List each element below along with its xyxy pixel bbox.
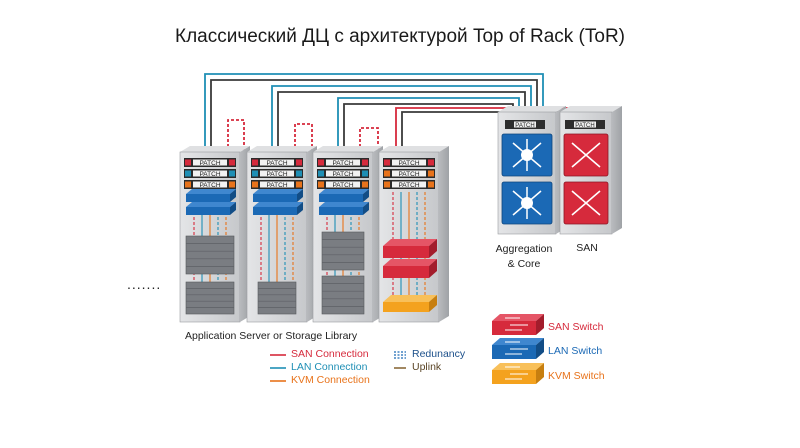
rack-group: PATCH PATCH PATCH PATCH PATCH PATCH PATCH PATCH… <box>179 146 449 323</box>
patch-panel <box>260 170 294 177</box>
patch-label: PATCH <box>266 160 287 167</box>
server <box>185 235 235 275</box>
patch-panel <box>193 159 227 166</box>
legend-uplink: Uplink <box>412 361 442 373</box>
server <box>257 281 297 315</box>
patch-label: PATCH <box>398 182 419 189</box>
patch-label: PATCH <box>266 171 287 178</box>
ellipsis: ....... <box>127 276 162 292</box>
patch-panel <box>260 159 294 166</box>
patch-panel <box>326 181 360 188</box>
lan-switch <box>186 194 230 202</box>
kvm-switch <box>383 302 429 312</box>
server <box>321 231 365 271</box>
patch-panel <box>326 159 360 166</box>
patch-label: PATCH <box>332 171 353 178</box>
san-patch-label: PATCH <box>575 123 594 129</box>
rack-group-label: Application Server or Storage Library <box>185 330 358 342</box>
patch-label: PATCH <box>266 182 287 189</box>
patch-label: PATCH <box>398 171 419 178</box>
lan-switch <box>319 194 363 202</box>
aggregation-label: Aggregation & Core <box>495 243 553 270</box>
diagram-title: Классический ДЦ с архитектурой Top of Ra… <box>175 26 625 47</box>
patch-label: PATCH <box>199 160 220 167</box>
patch-label: PATCH <box>398 160 419 167</box>
legend-kvm-connection: KVM Connection <box>291 374 370 386</box>
san-switch <box>383 266 429 278</box>
patch-panel <box>326 170 360 177</box>
server <box>185 281 235 315</box>
san-rack: PATCH <box>559 106 622 235</box>
aggregation-patch-label: PATCH <box>515 123 534 129</box>
patch-panel <box>392 159 426 166</box>
patch-panel <box>392 170 426 177</box>
legend-kvm-switch: KVM Switch <box>548 370 605 382</box>
legend-lines <box>270 351 406 382</box>
legend-redundancy: Redunancy <box>412 348 466 360</box>
legend-san-connection: SAN Connection <box>291 348 369 360</box>
server <box>321 275 365 315</box>
aggregation-rack: PATCH <box>497 106 566 235</box>
legend-lan-connection: LAN Connection <box>291 361 368 373</box>
patch-panel <box>193 170 227 177</box>
patch-panel <box>260 181 294 188</box>
san-core-switch-icon <box>571 142 601 216</box>
legend-lan-switch: LAN Switch <box>548 345 603 357</box>
lan-switch <box>253 207 297 215</box>
patch-panel <box>392 181 426 188</box>
patch-label: PATCH <box>332 182 353 189</box>
patch-label: PATCH <box>199 182 220 189</box>
patch-panel <box>193 181 227 188</box>
lan-switch <box>253 194 297 202</box>
lan-switch <box>186 207 230 215</box>
legend-san-switch: SAN Switch <box>548 321 604 333</box>
patch-label: PATCH <box>332 160 353 167</box>
patch-label: PATCH <box>199 171 220 178</box>
legend-switch-icons <box>492 314 544 384</box>
san-switch <box>383 246 429 258</box>
san-rack-label: SAN <box>576 242 598 254</box>
lan-switch <box>319 207 363 215</box>
